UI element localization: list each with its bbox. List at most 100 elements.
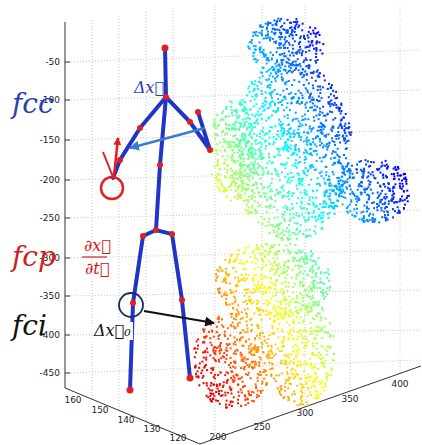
cloud-point	[231, 170, 233, 172]
cloud-point	[398, 211, 400, 213]
cloud-point	[350, 134, 352, 136]
cloud-point	[332, 164, 334, 166]
point-cloud	[194, 18, 410, 409]
cloud-point	[267, 107, 269, 109]
cloud-point	[304, 219, 306, 221]
cloud-point	[309, 213, 311, 215]
cloud-point	[251, 143, 253, 145]
cloud-point	[316, 183, 318, 185]
cloud-point	[243, 140, 245, 142]
cloud-point	[292, 71, 294, 73]
cloud-point	[259, 155, 261, 157]
cloud-point	[266, 63, 268, 65]
cloud-point	[217, 159, 219, 161]
cloud-point	[233, 146, 235, 148]
cloud-point	[261, 153, 263, 155]
cloud-point	[217, 181, 219, 183]
cloud-point	[293, 136, 295, 138]
cloud-point	[260, 46, 262, 48]
cloud-point	[292, 44, 294, 46]
cloud-point	[278, 225, 280, 227]
cloud-point	[323, 212, 325, 214]
cloud-point	[284, 220, 286, 222]
cloud-point	[254, 48, 256, 50]
cloud-point	[315, 233, 317, 235]
cloud-point	[306, 79, 308, 81]
cloud-point	[353, 208, 355, 210]
cloud-point	[310, 179, 312, 181]
cloud-point	[285, 230, 287, 232]
cloud-point	[286, 209, 288, 211]
cloud-point	[366, 206, 368, 208]
cloud-point	[340, 113, 342, 115]
cloud-point	[295, 234, 297, 236]
cloud-point	[312, 44, 314, 46]
cloud-point	[320, 217, 322, 219]
cloud-point	[277, 130, 279, 132]
cloud-point	[282, 229, 284, 231]
cloud-point	[329, 179, 331, 181]
cloud-point	[275, 169, 277, 171]
cloud-point	[313, 210, 315, 212]
cloud-point	[284, 96, 286, 98]
cloud-point	[385, 206, 387, 208]
cloud-point	[254, 80, 256, 82]
cloud-point	[271, 178, 273, 180]
cloud-point	[318, 118, 320, 120]
cloud-point	[252, 155, 254, 157]
cloud-point	[237, 146, 239, 148]
cloud-point	[319, 49, 321, 51]
cloud-point	[380, 207, 382, 209]
cloud-point	[257, 35, 259, 37]
cloud-point	[291, 180, 293, 182]
cloud-point	[313, 116, 315, 118]
cloud-point	[248, 188, 250, 190]
cloud-point	[346, 147, 348, 149]
cloud-point	[334, 144, 336, 146]
cloud-point	[310, 59, 312, 61]
cloud-point	[279, 44, 281, 46]
cloud-point	[279, 154, 281, 156]
cloud-point	[368, 208, 370, 210]
cloud-point	[341, 176, 343, 178]
cloud-point	[336, 205, 338, 207]
cloud-point	[368, 180, 370, 182]
cloud-point	[338, 185, 340, 187]
cloud-point	[290, 172, 292, 174]
cloud-point	[273, 110, 275, 112]
cloud-point	[251, 198, 253, 200]
cloud-point	[315, 53, 317, 55]
cloud-point	[286, 61, 288, 63]
cloud-point	[381, 216, 383, 218]
cloud-point	[298, 215, 300, 217]
cloud-point	[222, 146, 224, 148]
cloud-point	[266, 162, 268, 164]
cloud-point	[260, 146, 262, 148]
cloud-point	[356, 208, 358, 210]
cloud-point	[360, 160, 362, 162]
cloud-point	[285, 98, 287, 100]
cloud-point	[265, 206, 267, 208]
cloud-point	[330, 202, 332, 204]
cloud-point	[230, 189, 232, 191]
cloud-point	[307, 170, 309, 172]
cloud-point	[272, 38, 274, 40]
cloud-point	[277, 69, 279, 71]
cloud-point	[313, 120, 315, 122]
cloud-point	[321, 175, 323, 177]
cloud-point	[253, 164, 255, 166]
cloud-point	[303, 216, 305, 218]
cloud-point	[295, 61, 297, 63]
cloud-point	[272, 91, 274, 93]
cloud-point	[358, 184, 360, 186]
cloud-point	[316, 106, 318, 108]
cloud-point	[392, 198, 394, 200]
cloud-point	[382, 177, 384, 179]
cloud-point	[301, 115, 303, 117]
cloud-point	[341, 110, 343, 112]
cloud-point	[290, 148, 292, 150]
cloud-point	[266, 79, 268, 81]
cloud-point	[372, 221, 374, 223]
cloud-point	[228, 128, 230, 130]
cloud-point	[215, 127, 217, 129]
